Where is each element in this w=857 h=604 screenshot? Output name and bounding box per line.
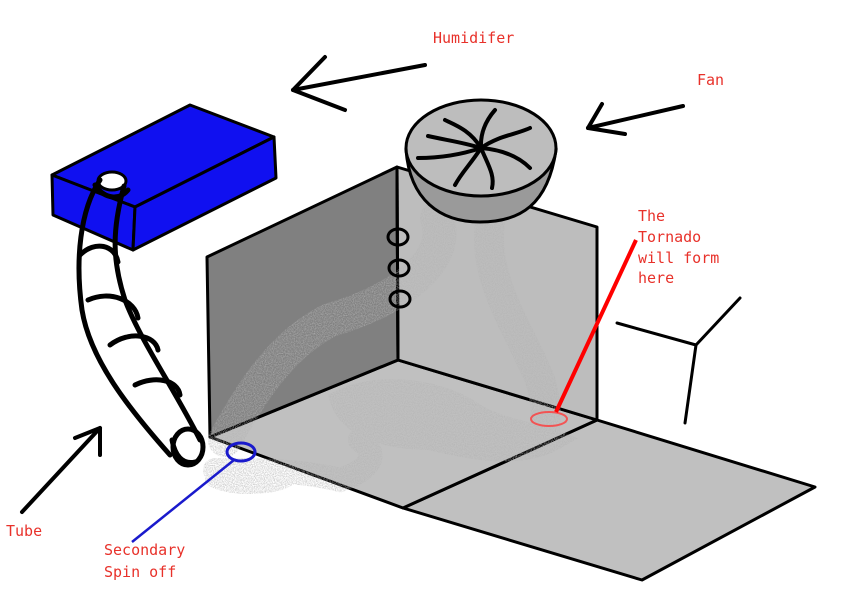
axes-sketch xyxy=(615,296,742,425)
arrow-to-humidifier-icon xyxy=(291,55,427,112)
humidifier xyxy=(50,103,278,252)
tornado-label-line: Tornado xyxy=(638,228,701,246)
tornado-pointer-line xyxy=(554,239,638,413)
secondary-pointer-line xyxy=(131,459,235,543)
wall-hole xyxy=(387,258,411,278)
wall-hole xyxy=(388,289,412,309)
secondary-label: Secondary Spin off xyxy=(104,541,194,581)
humidifier-side xyxy=(131,135,278,252)
mist xyxy=(203,201,578,494)
tornado-label: The Tornado will form here xyxy=(638,207,728,287)
tornado-label-line: will form xyxy=(638,249,719,267)
tornado-spot-marker xyxy=(530,411,568,427)
fan-label: Fan xyxy=(697,71,724,89)
tube xyxy=(76,177,206,468)
tube-label: Tube xyxy=(6,522,42,540)
wall-hole xyxy=(386,227,410,247)
arrow-to-tube-icon xyxy=(20,426,102,514)
tornado-label-line: here xyxy=(638,269,674,287)
wall-holes xyxy=(386,227,412,309)
fan-blades-icon xyxy=(416,108,532,190)
secondary-spin-marker xyxy=(225,441,257,463)
secondary-label-line: Spin off xyxy=(104,563,176,581)
tornado-label-line: The xyxy=(638,207,665,225)
secondary-label-line: Secondary xyxy=(104,541,185,559)
arrow-to-fan-icon xyxy=(586,102,685,136)
humidifier-label: Humidifer xyxy=(433,29,514,47)
wall-corner-edge xyxy=(395,166,400,361)
fan xyxy=(404,98,558,224)
